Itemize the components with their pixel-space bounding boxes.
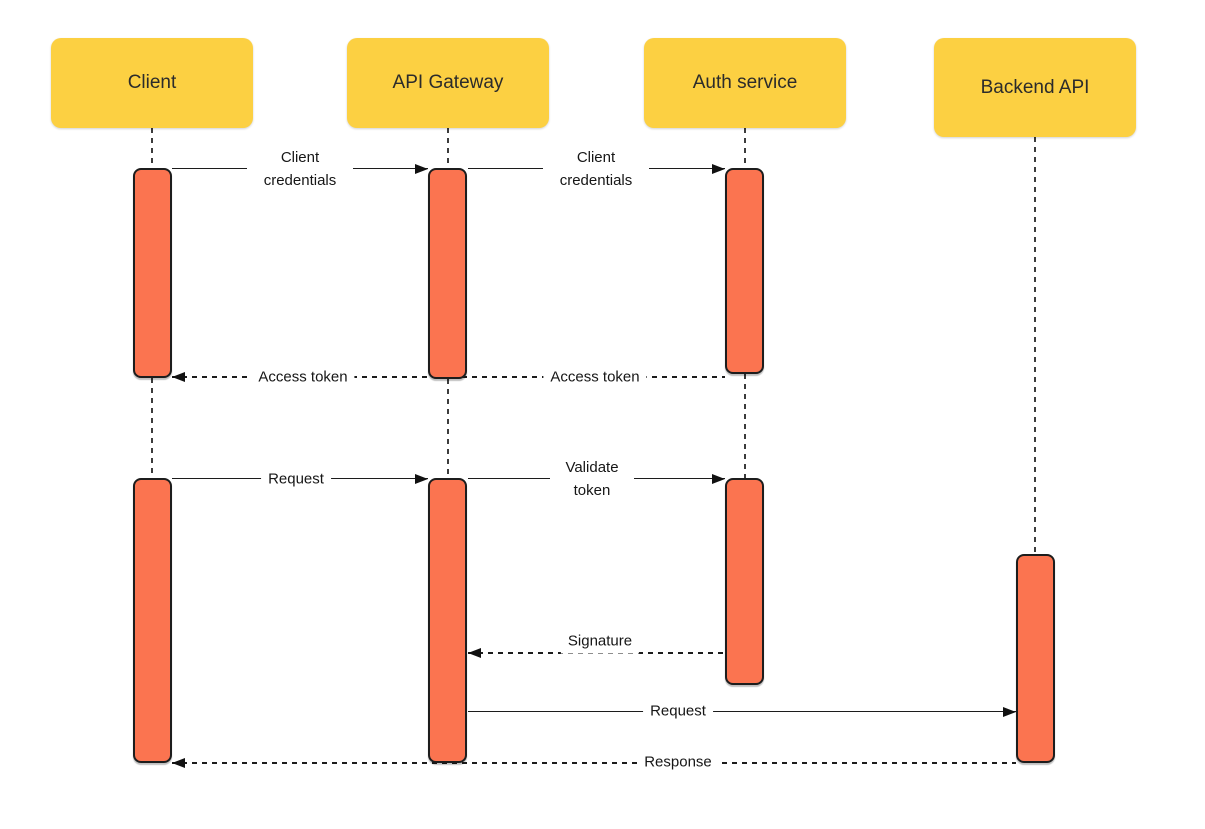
lifeline-api-gateway-upper xyxy=(447,128,449,168)
actor-auth-service: Auth service xyxy=(644,38,846,128)
arrowhead-right-icon xyxy=(1003,707,1016,717)
message-label: Validate token xyxy=(550,455,634,503)
activation-bar-client-1 xyxy=(133,168,172,378)
actor-client-label: Client xyxy=(127,72,177,93)
message-label: Access token xyxy=(251,364,355,390)
activation-bar-api-gateway-1 xyxy=(428,168,467,379)
actor-auth-service-label: Auth service xyxy=(692,72,798,93)
arrowhead-left-icon xyxy=(468,648,481,658)
message-label: Signature xyxy=(560,628,640,654)
actor-client: Client xyxy=(51,38,253,128)
message-label: Client credentials xyxy=(543,145,649,193)
actor-backend-api-label: Backend API xyxy=(980,76,1090,98)
arrowhead-left-icon xyxy=(172,758,185,768)
actor-api-gateway-label: API Gateway xyxy=(392,72,504,93)
lifeline-backend-api xyxy=(1034,137,1036,554)
arrowhead-right-icon xyxy=(712,164,725,174)
activation-bar-auth-service-1 xyxy=(725,168,764,374)
activation-bar-backend-api xyxy=(1016,554,1055,763)
lifeline-auth-service-middle xyxy=(744,374,746,478)
lifeline-auth-service-upper xyxy=(744,128,746,168)
actor-backend-api: Backend API xyxy=(934,38,1136,137)
message-label: Response xyxy=(637,749,719,775)
lifeline-api-gateway-middle xyxy=(447,379,449,478)
arrowhead-right-icon xyxy=(415,474,428,484)
message-label: Client credentials xyxy=(247,145,353,193)
activation-bar-auth-service-2 xyxy=(725,478,764,685)
arrowhead-left-icon xyxy=(172,372,185,382)
activation-bar-api-gateway-2 xyxy=(428,478,467,763)
message-label: Request xyxy=(643,698,713,724)
message-line xyxy=(468,711,1016,712)
activation-bar-client-2 xyxy=(133,478,172,763)
actor-api-gateway: API Gateway xyxy=(347,38,549,128)
message-label: Access token xyxy=(543,364,647,390)
lifeline-client-middle xyxy=(151,378,153,478)
arrowhead-right-icon xyxy=(712,474,725,484)
arrowhead-right-icon xyxy=(415,164,428,174)
message-label: Request xyxy=(261,466,331,492)
message-line xyxy=(172,762,1016,764)
lifeline-client-upper xyxy=(151,128,153,168)
